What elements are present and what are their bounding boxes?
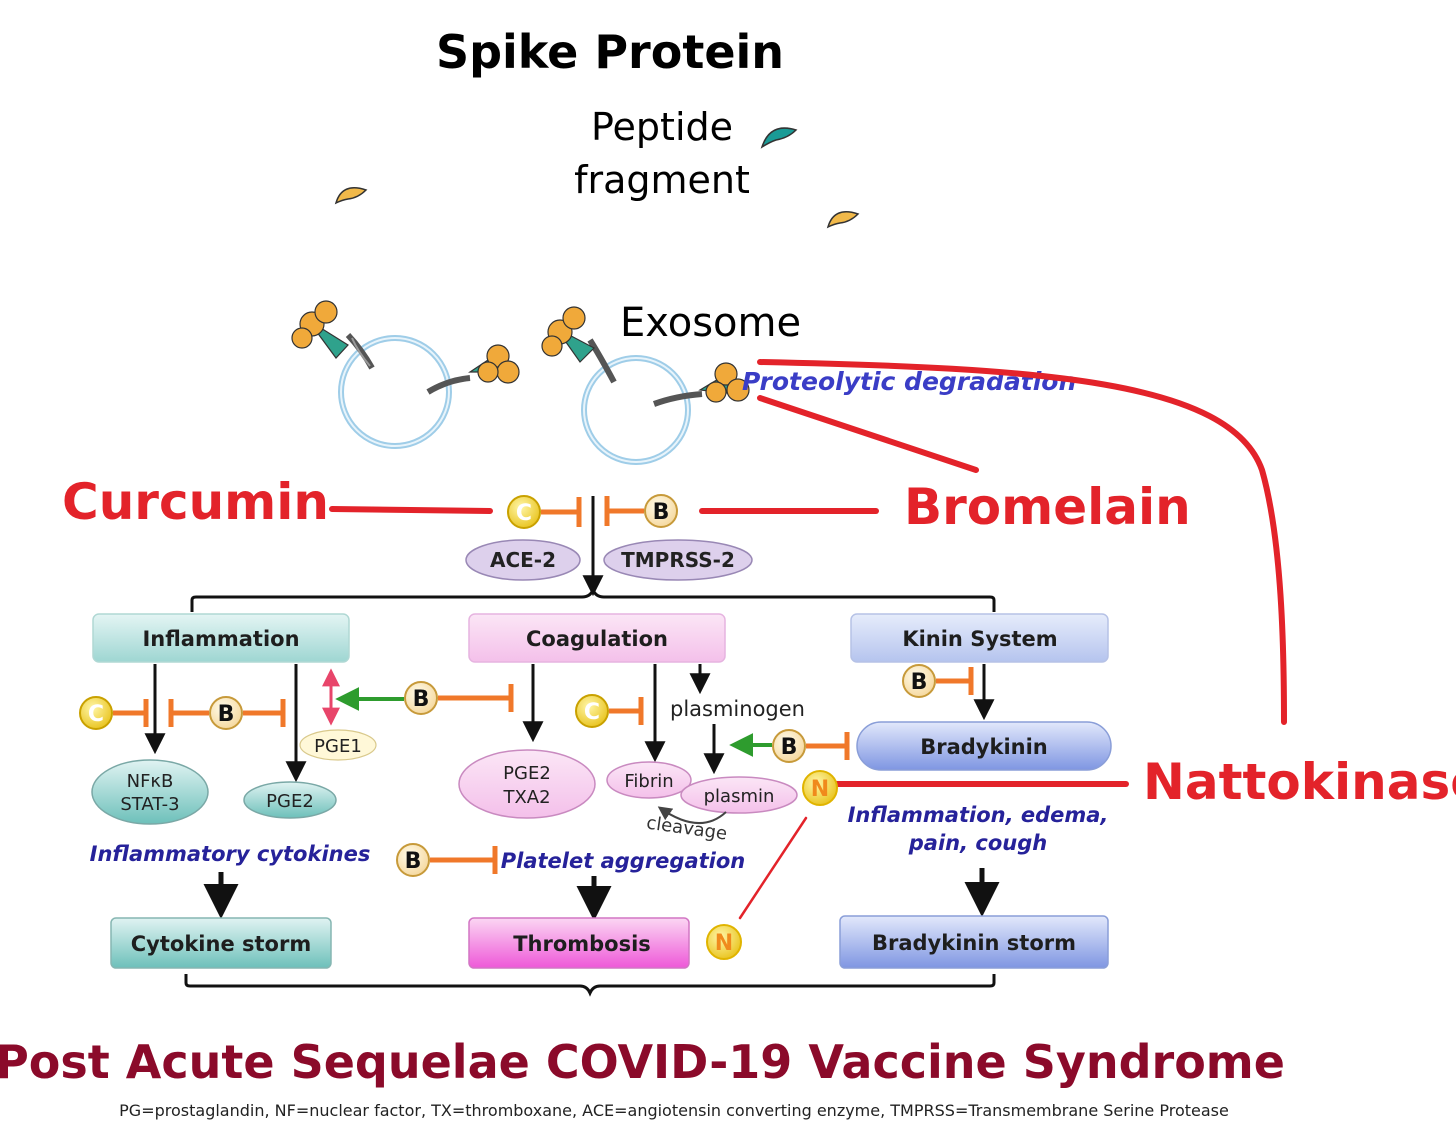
- spike-protein-icon: [541, 306, 617, 384]
- spike-protein-title: Spike Protein: [436, 25, 784, 79]
- pge1-label: PGE1: [314, 736, 362, 757]
- pge2-coag-label: PGE2: [503, 763, 551, 784]
- bradykinin-storm-label: Bradykinin storm: [872, 931, 1076, 955]
- inflammation-edema-label-line1: Inflammation, edema,: [848, 803, 1109, 827]
- bromelain-inhibitor-top: B: [604, 494, 678, 528]
- exosome-icon: [338, 335, 691, 465]
- thrombosis-label: Thrombosis: [513, 932, 651, 956]
- bromelain-inhibitor-kinin: B: [902, 664, 974, 698]
- tmprss2-label: TMPRSS-2: [621, 548, 735, 572]
- bradykinin-storm-box: [839, 915, 1109, 969]
- bromelain-inhibitor-nfkb: B: [168, 696, 286, 730]
- bromelain-marker: B: [405, 849, 422, 874]
- inflammation-edema-label-line2: pain, cough: [908, 831, 1047, 855]
- nattokinase-connectors: [329, 359, 1287, 920]
- stat3-label: STAT-3: [120, 794, 179, 815]
- bromelain-label: Bromelain: [904, 478, 1191, 536]
- abbreviation-footnote: PG=prostaglandin, NF=nuclear factor, TX=…: [119, 1101, 1229, 1120]
- peptide-label-line2: fragment: [574, 158, 750, 202]
- kinin-system-box: [850, 613, 1109, 663]
- plasmin-label: plasmin: [704, 786, 775, 807]
- bromelain-plasmin-activation: B: [729, 729, 850, 763]
- txa2-label: TXA2: [502, 787, 550, 808]
- pge2-inflammation-node: [243, 781, 337, 819]
- platelet-aggregation-label: Platelet aggregation: [501, 849, 745, 873]
- curcumin-inhibitor-nfkb: C: [79, 696, 149, 730]
- tmprss2-receptor: [603, 539, 753, 581]
- spike-protein-icon: [652, 362, 750, 407]
- bromelain-marker: B: [218, 702, 235, 727]
- kinin-system-label: Kinin System: [902, 627, 1057, 651]
- coagulation-label: Coagulation: [526, 627, 668, 651]
- inflammation-box: [92, 613, 350, 663]
- ace2-receptor: [465, 539, 581, 581]
- inflammatory-cytokines-label: Inflammatory cytokines: [90, 842, 371, 866]
- curcumin-inhibitor-top: C: [507, 495, 582, 529]
- peptide-label-line1: Peptide: [591, 105, 733, 149]
- syndrome-title: Post Acute Sequelae COVID-19 Vaccine Syn…: [0, 1035, 1285, 1089]
- nfkb-label: NFκB: [127, 771, 174, 792]
- bradykinin-node: [856, 721, 1112, 771]
- fibrin-node: [606, 761, 692, 799]
- top-bracket: [190, 586, 996, 612]
- nfkb-stat3-node: [91, 759, 209, 825]
- proteolytic-degradation-label: Proteolytic degradation: [742, 367, 1076, 396]
- cytokine-storm-box: [110, 917, 332, 969]
- bottom-bracket: [184, 974, 996, 997]
- bromelain-pge1-activation: B: [335, 681, 514, 715]
- peptide-fragment-icon: [334, 127, 860, 229]
- bromelain-marker: B: [413, 687, 430, 712]
- nattokinase-marker-thrombosis: N: [706, 924, 742, 960]
- plasminogen-label: plasminogen: [670, 697, 805, 721]
- coagulation-box: [468, 613, 726, 663]
- bromelain-marker: B: [911, 670, 928, 695]
- curcumin-marker: C: [88, 702, 104, 727]
- exosome-label: Exosome: [620, 300, 801, 346]
- curcumin-label: Curcumin: [62, 473, 329, 531]
- nattokinase-label: Nattokinase: [1143, 753, 1456, 811]
- cleavage-label: cleavage: [645, 813, 728, 845]
- plasmin-node: [680, 776, 798, 814]
- fibrin-label: Fibrin: [624, 771, 673, 792]
- ace2-label: ACE-2: [490, 548, 556, 572]
- nattokinase-marker: N: [811, 777, 829, 802]
- spike-protein-icon: [291, 300, 375, 370]
- inflammation-label: Inflammation: [142, 627, 299, 651]
- curcumin-marker: C: [516, 501, 532, 526]
- bromelain-marker: B: [653, 500, 670, 525]
- pge1-node: [299, 729, 377, 761]
- thrombosis-box: [468, 917, 690, 969]
- bromelain-inhibitor-platelet: B: [396, 843, 498, 877]
- cleavage-arrow: [657, 806, 727, 825]
- curcumin-inhibitor-fibrin: C: [575, 694, 644, 728]
- pge2-txa2-node: [458, 749, 596, 819]
- bromelain-marker: B: [781, 735, 798, 760]
- nattokinase-marker: N: [715, 931, 733, 956]
- nattokinase-marker-bradykinin: N: [802, 770, 838, 806]
- spike-protein-icon: [426, 344, 520, 395]
- curcumin-marker: C: [584, 700, 600, 725]
- pge2-inflammation-label: PGE2: [266, 791, 314, 812]
- bradykinin-label: Bradykinin: [920, 735, 1048, 759]
- cytokine-storm-label: Cytokine storm: [131, 932, 311, 956]
